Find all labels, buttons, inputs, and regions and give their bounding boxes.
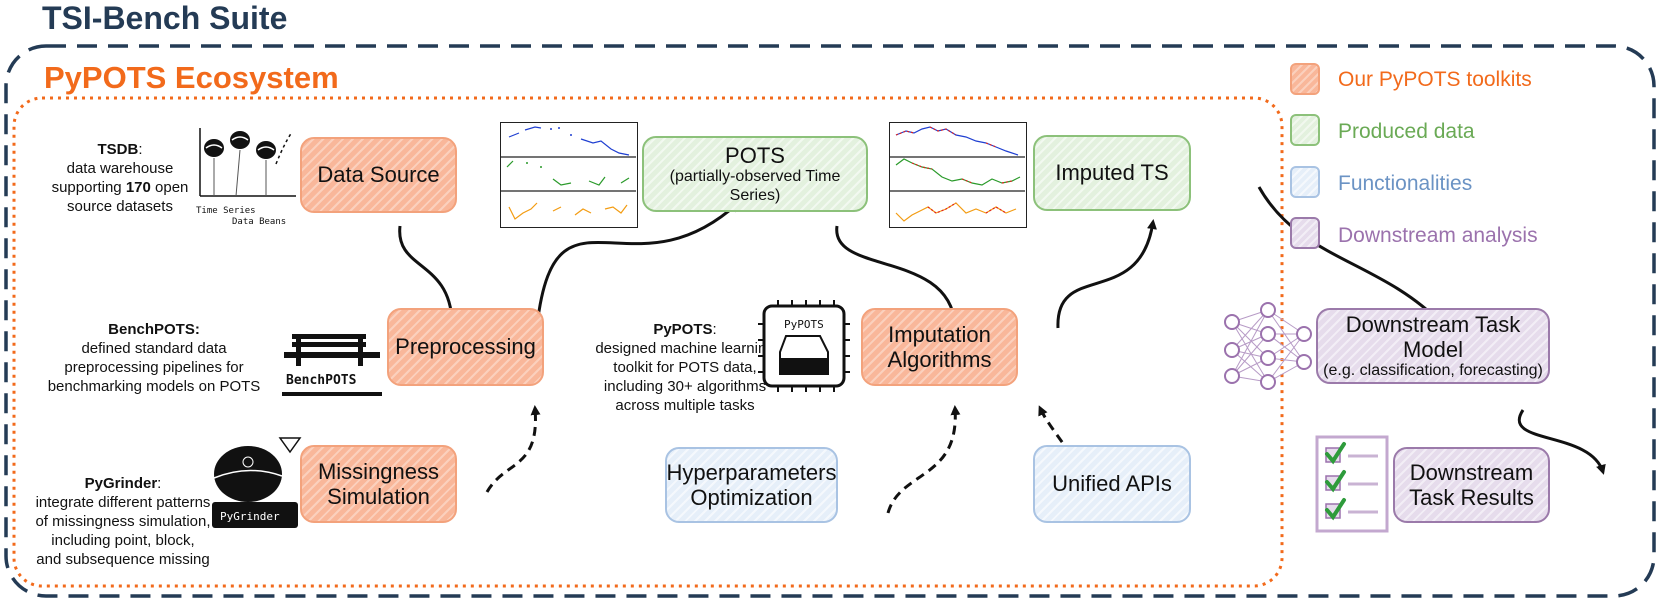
legend-label-toolkits: Our PyPOTS toolkits [1338, 68, 1532, 91]
imputation-algorithms-box: Imputation Algorithms [861, 308, 1018, 386]
pypots-logo-text: PyPOTS [784, 318, 824, 331]
arrow-apis-to-imputation [1038, 405, 1094, 495]
legend-label-produced-data: Produced data [1338, 120, 1475, 143]
arrow-pots-to-imputation [835, 225, 960, 328]
ecosystem-title: PyPOTS Ecosystem [44, 60, 339, 95]
pots-sublabel: (partially-observed Time Series) [669, 168, 841, 204]
legend-swatch-produced-data [1290, 114, 1320, 146]
ecosystem-frame [12, 96, 1284, 588]
legend-swatch-toolkits [1290, 63, 1320, 95]
benchpots-name: BenchPOTS: [108, 321, 200, 338]
downstream-task-results-box: Downstream Task Results [1393, 447, 1550, 523]
tsdb-name: TSDB [97, 141, 139, 158]
neural-network-icon [1224, 302, 1312, 390]
arrow-preprocessing-to-pots [535, 201, 740, 327]
missingness-simulation-box: Missingness Simulation [300, 445, 457, 523]
pypots-name: PyPOTS [653, 321, 713, 338]
arrow-hyperparams-to-imputation [886, 405, 961, 514]
tsdb-description: TSDB: data warehouse supporting 170 open… [51, 141, 189, 215]
hyperparameters-optimization-box: Hyperparameters Optimization [665, 447, 838, 523]
tsdb-logo: Time Series Data Beans [196, 128, 296, 227]
pots-thumbnail-plot [500, 122, 638, 228]
arrow-imputedts-to-downstream [1257, 186, 1445, 327]
downstream-model-sublabel: (e.g. classification, forecasting) [1323, 362, 1543, 380]
pots-label: POTS [725, 142, 785, 168]
downstream-model-label: Downstream Task Model [1345, 311, 1521, 362]
suite-title: TSI-Bench Suite [42, 0, 288, 36]
pygrinder-name: PyGrinder [84, 475, 158, 492]
imputed-thumbnail-plot [889, 122, 1027, 228]
tsdb-axis-x: Time Series [196, 206, 256, 216]
legend-swatch-downstream [1290, 217, 1320, 249]
suite-frame [4, 44, 1656, 598]
pygrinder-logo-text: PyGrinder [220, 510, 280, 523]
unified-apis-box: Unified APIs [1033, 445, 1191, 523]
pots-box: POTS (partially-observed Time Series) [642, 136, 868, 212]
imputed-ts-box: Imputed TS [1033, 135, 1191, 211]
checklist-icon [1315, 435, 1389, 533]
legend-swatch-functionalities [1290, 166, 1320, 198]
tsdb-axis-y: Data Beans [232, 217, 286, 227]
pypots-description: PyPOTS: designed machine learning toolki… [595, 321, 775, 414]
legend-label-downstream: Downstream analysis [1338, 224, 1538, 247]
downstream-task-model-box: Downstream Task Model (e.g. classificati… [1316, 308, 1550, 384]
pygrinder-logo: PyGrinder [212, 437, 302, 528]
arrow-downstream-to-results [1518, 409, 1606, 475]
arrow-imputation-to-imputedts [1056, 219, 1157, 329]
benchpots-logo-text: BenchPOTS [286, 373, 357, 388]
benchpots-description: BenchPOTS: defined standard data preproc… [47, 321, 261, 395]
benchpots-logo: BenchPOTS [282, 334, 382, 396]
pypots-logo: PyPOTS [758, 300, 850, 392]
preprocessing-box: Preprocessing [387, 308, 544, 386]
legend-label-functionalities: Functionalities [1338, 172, 1473, 195]
arrow-missingness-to-preprocessing [485, 405, 541, 493]
arrow-datasource-to-preprocessing [398, 225, 457, 325]
data-source-box: Data Source [300, 137, 457, 213]
pygrinder-description: PyGrinder: integrate different patterns … [35, 475, 211, 568]
